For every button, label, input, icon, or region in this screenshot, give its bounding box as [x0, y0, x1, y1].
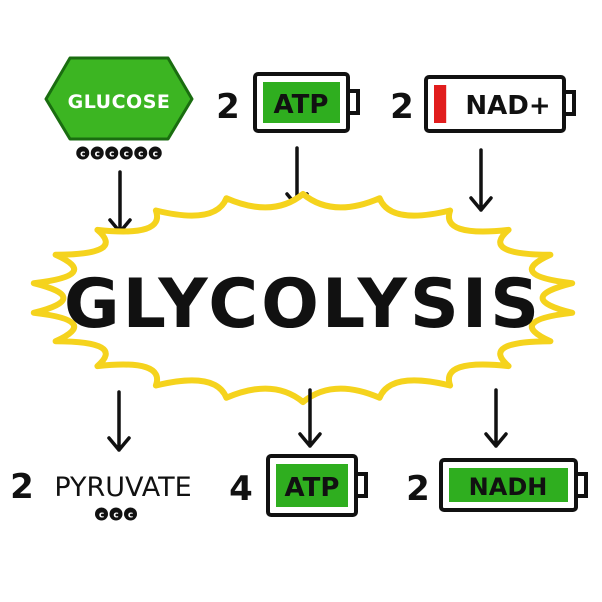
output-nadh-label: NADH: [469, 473, 548, 501]
pyruvate-label: PYRUVATE: [54, 472, 191, 503]
carbon-atom-icon: [134, 146, 148, 160]
arrow-pyruvate-down: [107, 390, 131, 452]
output-nadh-battery: NADH: [439, 458, 588, 512]
output-atp-group: 4 ATP: [229, 454, 368, 517]
battery-charge-fill: [276, 464, 348, 507]
carbon-atom-label: c: [95, 150, 100, 160]
diagram-title: GLYCOLYSIS: [64, 265, 542, 344]
battery-charge-fill: [434, 85, 447, 123]
arrow-out-atp-down: [298, 388, 322, 448]
battery-charge-fill: [449, 468, 568, 502]
carbon-atom-icon: [109, 507, 123, 521]
output-nadh-count: 2: [406, 469, 430, 509]
output-atp-label: ATP: [285, 473, 340, 503]
input-nad-label: NAD+: [465, 91, 550, 121]
arrow-nadh-down: [484, 388, 508, 448]
input-nad-group: 2 NAD+: [390, 75, 576, 133]
carbon-atom-label: c: [109, 150, 114, 160]
battery-terminal: [346, 89, 360, 115]
carbon-atom-label: c: [153, 150, 158, 160]
input-nad-count: 2: [390, 87, 414, 127]
battery-charge-fill: [263, 82, 340, 123]
carbon-atom-icon: [90, 146, 104, 160]
battery-terminal: [562, 90, 576, 116]
carbon-atom-label: c: [99, 511, 104, 521]
carbon-atom-icon: [119, 146, 133, 160]
input-atp-count: 2: [216, 87, 240, 127]
output-arrows: [107, 388, 508, 452]
output-atp-count: 4: [229, 469, 253, 509]
battery-terminal: [354, 472, 368, 498]
carbon-atom-icon: [105, 146, 119, 160]
burst-outline: [30, 191, 576, 405]
input-nad-battery: NAD+: [424, 75, 576, 133]
carbon-atom-label: c: [113, 511, 118, 521]
carbon-atom-label: c: [124, 150, 129, 160]
arrow-nad-down: [469, 148, 493, 212]
output-nadh-group: 2 NADH: [406, 458, 588, 512]
arrow-glucose-down: [108, 170, 132, 234]
carbon-atom-icon: [95, 507, 108, 521]
carbon-atom-icon: [124, 507, 137, 521]
carbon-atom-label: c: [128, 511, 133, 521]
carbon-atom-icon: [76, 146, 90, 160]
input-atp-label: ATP: [274, 90, 329, 120]
carbon-atom-label: c: [80, 150, 85, 160]
input-atp-group: 2 ATP: [216, 72, 360, 133]
glucose-label: GLUCOSE: [68, 91, 171, 113]
battery-terminal: [574, 472, 588, 498]
glycolysis-burst: GLYCOLYSIS: [30, 191, 576, 405]
pyruvate-count: 2: [10, 467, 34, 507]
carbon-atom-label: c: [138, 150, 143, 160]
input-atp-battery: ATP: [253, 72, 360, 133]
glucose-hexagon: [44, 56, 194, 141]
carbon-atom-icon: [148, 146, 162, 160]
output-atp-battery: ATP: [266, 454, 368, 517]
